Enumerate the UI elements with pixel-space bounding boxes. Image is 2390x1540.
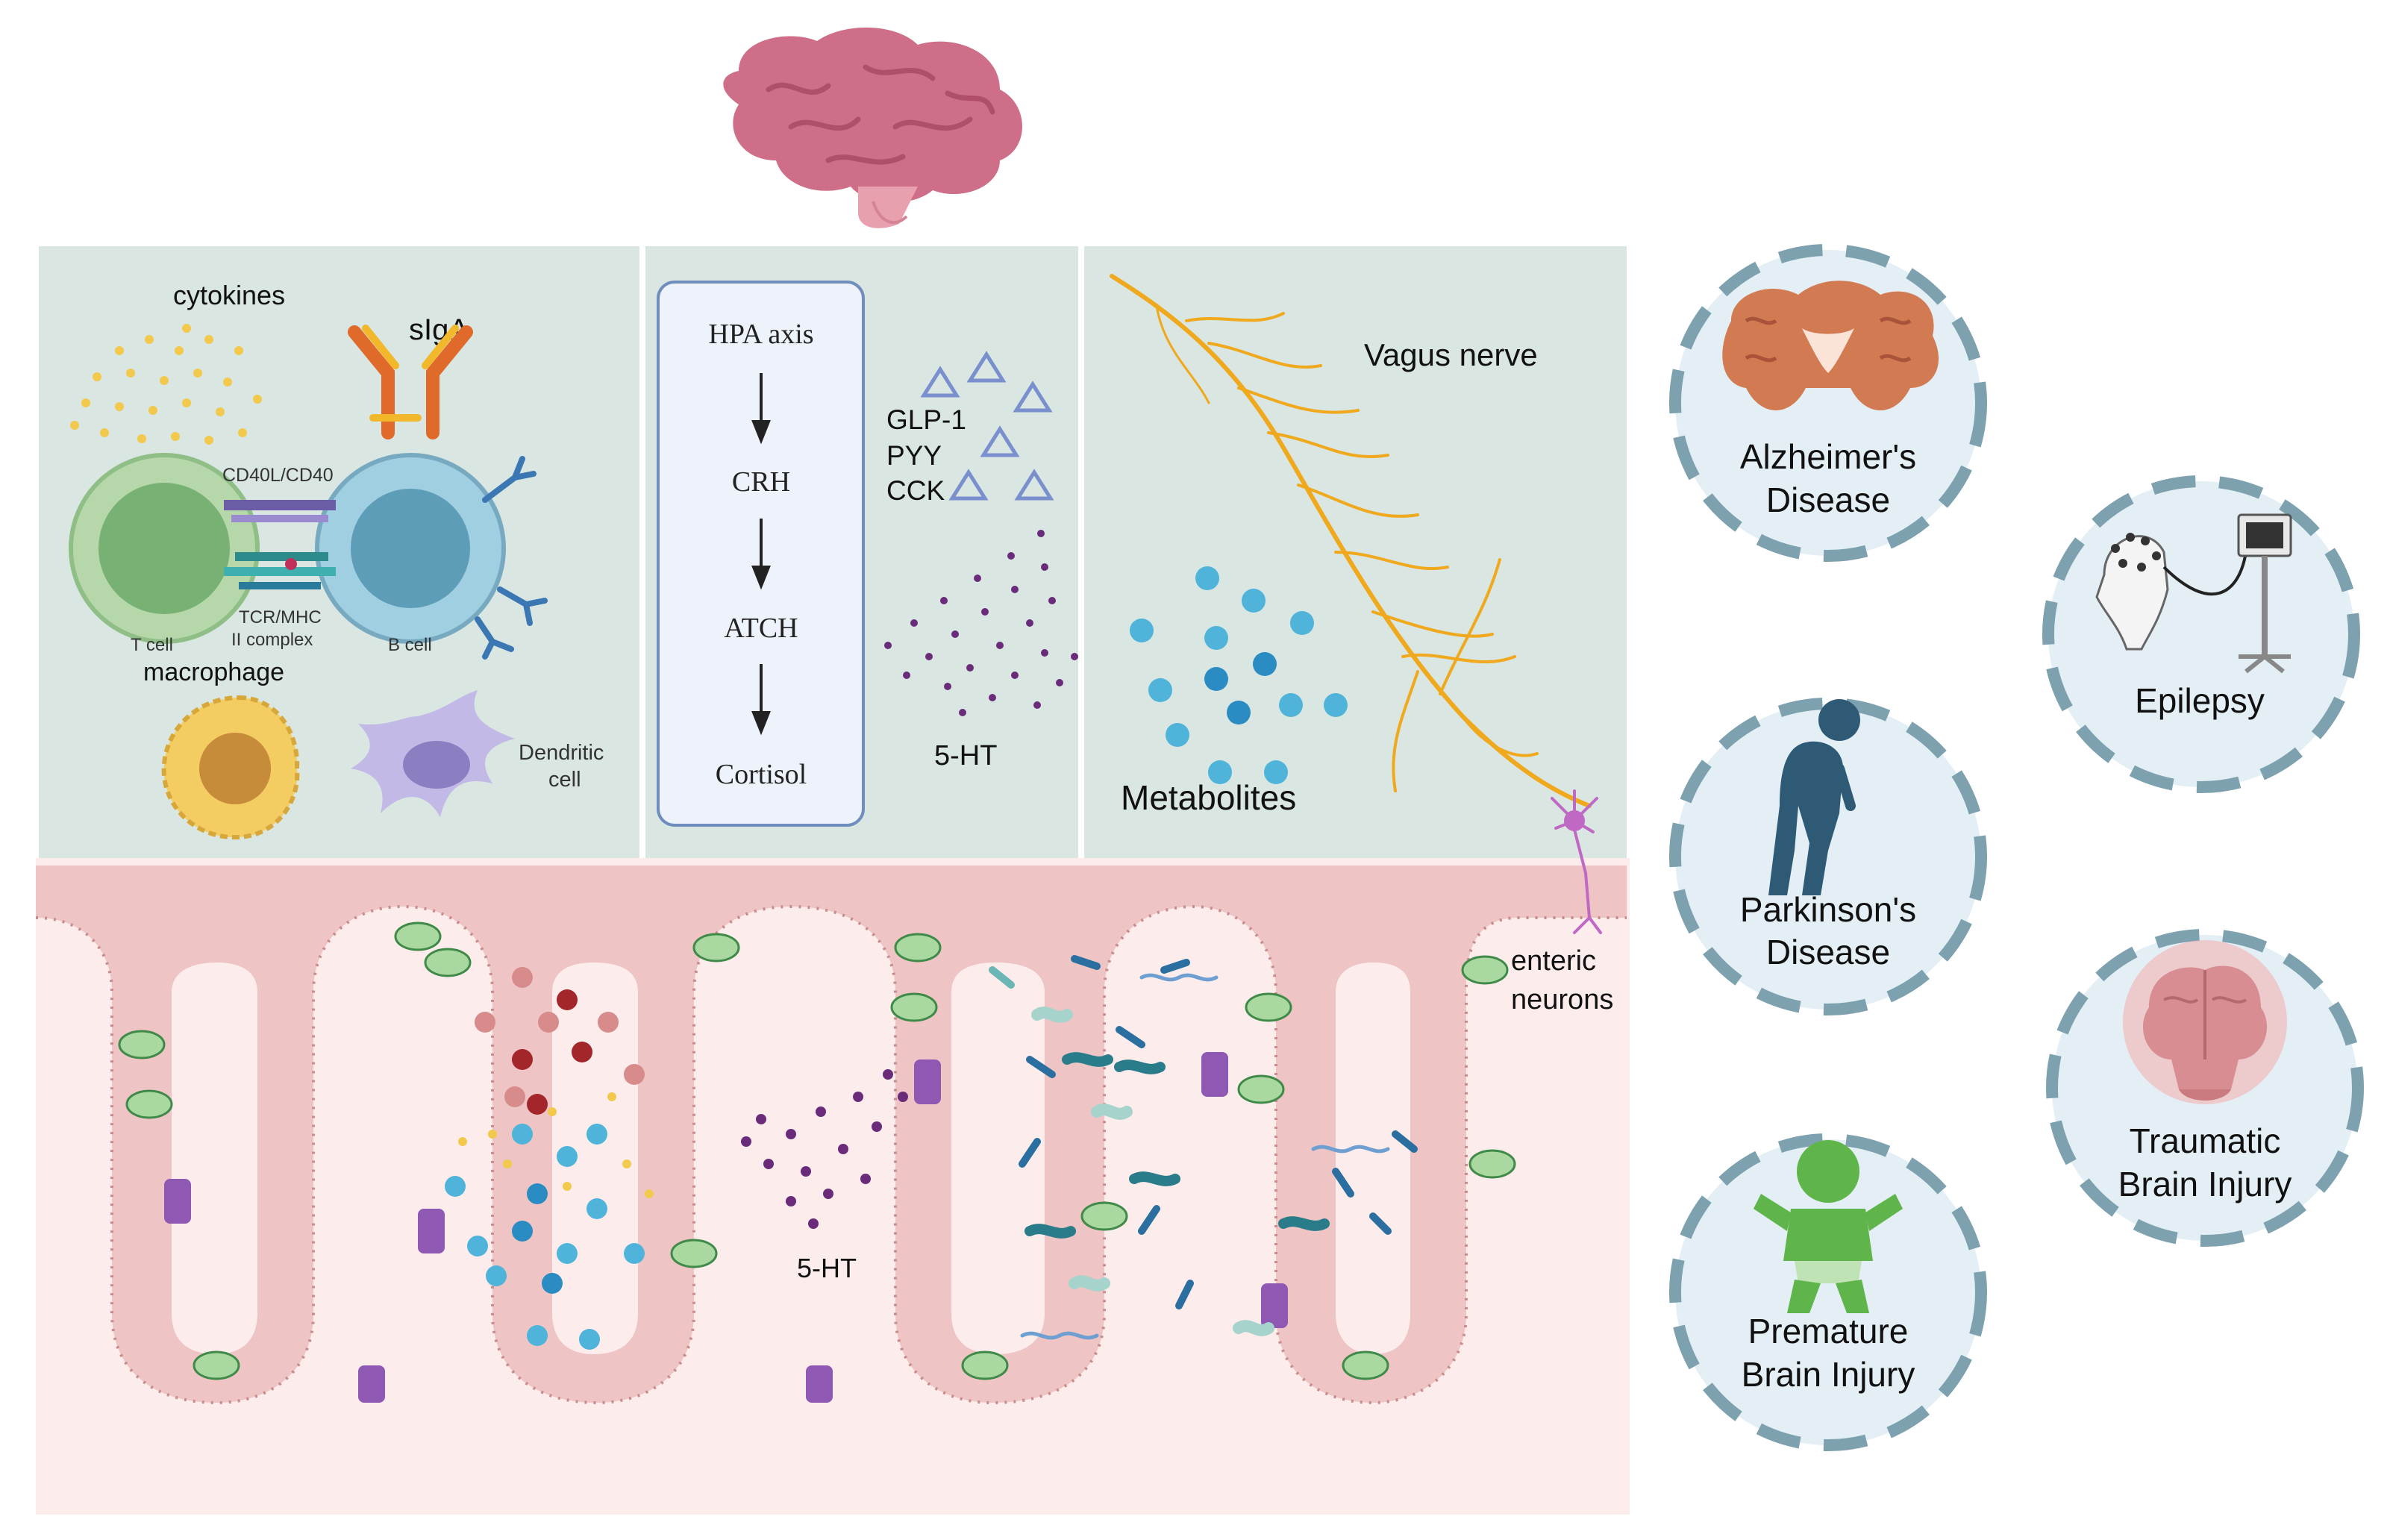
disease-parkinsons-line-1: Parkinson's bbox=[1740, 890, 1916, 929]
disease-epilepsy-line-1: Epilepsy bbox=[2135, 681, 2265, 720]
serotonin-dots-panel bbox=[884, 530, 1078, 716]
cytokines-label: cytokines bbox=[173, 280, 285, 310]
b-cell-label: B cell bbox=[388, 635, 432, 655]
hormone-glp1: GLP-1 bbox=[886, 404, 966, 435]
disease-tbi-line-2: Brain Injury bbox=[2118, 1165, 2292, 1203]
enteric-neuron-icon bbox=[1551, 789, 1602, 934]
macrophage-label: macrophage bbox=[143, 658, 284, 686]
disease-alzheimers-line-1: Alzheimer's bbox=[1740, 437, 1916, 476]
siga-antibody-icon bbox=[348, 325, 473, 439]
disease-alzheimers: Alzheimer's Disease bbox=[1669, 244, 1987, 562]
brain-icon bbox=[723, 27, 1022, 228]
dendritic-cell-icon bbox=[351, 690, 515, 817]
brain-section-icon bbox=[1722, 281, 1939, 410]
serotonin-label-panel: 5-HT bbox=[934, 740, 997, 771]
hpa-step-3: Cortisol bbox=[716, 759, 807, 790]
disease-premature: Premature Brain Injury bbox=[1669, 1133, 1987, 1451]
tcr-label-2: II complex bbox=[231, 630, 313, 650]
enteric-label-1: enteric bbox=[1511, 945, 1596, 977]
metabolites-label: Metabolites bbox=[1121, 778, 1296, 817]
hormone-cck: CCK bbox=[886, 475, 945, 506]
metabolite-dots bbox=[1130, 566, 1348, 784]
disease-premature-line-1: Premature bbox=[1748, 1312, 1909, 1350]
stooped-person-icon bbox=[1768, 699, 1860, 895]
goblet-cells bbox=[118, 921, 1516, 1380]
t-cell-nucleus bbox=[98, 483, 230, 614]
cd40-label: CD40L/CD40 bbox=[222, 465, 334, 486]
injured-brain-icon bbox=[2123, 940, 2287, 1104]
lumen-particles bbox=[445, 967, 654, 1350]
tcr-label-1: TCR/MHC bbox=[239, 607, 322, 627]
vagus-nerve-label: Vagus nerve bbox=[1364, 337, 1538, 372]
cd40-complex bbox=[224, 500, 336, 589]
b-cell-receptors bbox=[475, 456, 548, 660]
b-cell-nucleus bbox=[351, 489, 470, 608]
serotonin-dots-gut bbox=[741, 1069, 908, 1229]
serotonin-label-gut: 5-HT bbox=[797, 1253, 857, 1283]
gut-epithelium bbox=[35, 866, 1627, 1405]
dendritic-label-1: Dendritic bbox=[519, 741, 604, 765]
macrophage-icon bbox=[161, 695, 300, 840]
hormone-triangles bbox=[920, 351, 1054, 501]
bacteria bbox=[989, 955, 1418, 1340]
vagus-nerve-icon bbox=[1110, 274, 1592, 808]
hpa-step-0: HPA axis bbox=[708, 319, 813, 350]
disease-epilepsy: Epilepsy bbox=[2042, 475, 2360, 793]
disease-parkinsons-line-2: Disease bbox=[1766, 933, 1890, 971]
disease-tbi: Traumatic Brain Injury bbox=[2046, 929, 2364, 1247]
dendritic-label-2: cell bbox=[548, 768, 581, 792]
baby-icon bbox=[1754, 1140, 1903, 1313]
disease-alzheimers-line-2: Disease bbox=[1766, 481, 1890, 519]
disease-tbi-line-1: Traumatic bbox=[2130, 1121, 2281, 1160]
cytokine-dots bbox=[70, 324, 262, 445]
enteroendocrine-cells bbox=[164, 1052, 1288, 1403]
disease-parkinsons: Parkinson's Disease bbox=[1669, 698, 1987, 1015]
enteric-label-2: neurons bbox=[1511, 984, 1613, 1015]
hpa-arrows bbox=[751, 373, 771, 736]
eeg-icon bbox=[2095, 513, 2292, 674]
hormone-pyy: PYY bbox=[886, 440, 942, 471]
hpa-step-1: CRH bbox=[732, 466, 790, 498]
disease-premature-line-2: Brain Injury bbox=[1742, 1355, 1915, 1394]
t-cell-label: T cell bbox=[131, 635, 173, 655]
neural-panel bbox=[1084, 246, 1627, 869]
hpa-step-2: ATCH bbox=[724, 613, 798, 644]
